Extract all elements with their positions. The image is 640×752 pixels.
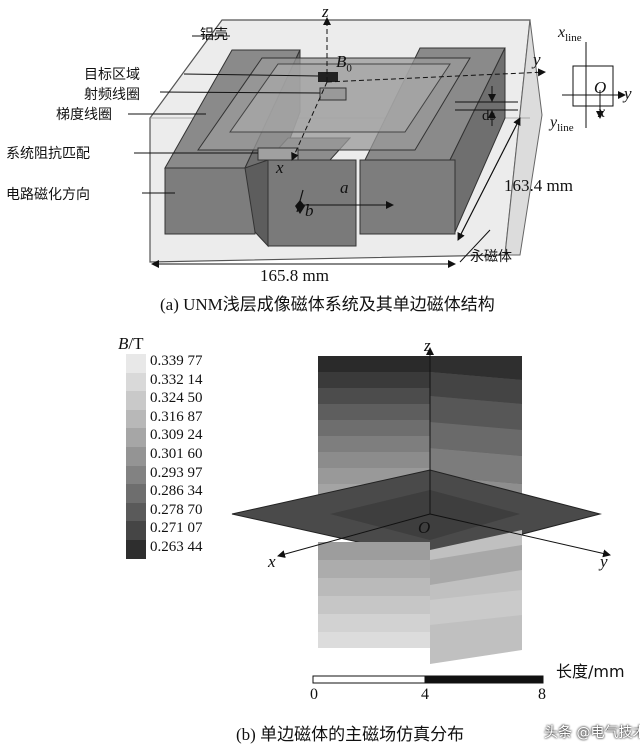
x-axis-a [291,81,328,161]
caption-b: (b) 单边磁体的主磁场仿真分布 [236,725,465,744]
width-label: 165.8 mm [260,266,329,285]
colorbar-value: 0.286 34 [150,483,203,500]
colorbar-value: 0.278 70 [150,501,203,518]
colorbar-title: B/T [118,334,144,353]
colorbar-value: 0.301 60 [150,446,203,462]
inset-x: x [598,104,606,121]
pointer-lines [128,35,491,263]
watermark: 头条 @电气技术 [544,725,640,741]
scale-bar [312,675,544,684]
colorbar-value: 0.316 87 [150,408,203,425]
colorbar-swatch [126,502,146,522]
colorbar-swatch [126,354,146,373]
label-impedance-matching: 系统阻抗匹配 [6,146,90,162]
y-axis-a [326,68,546,83]
label-aluminum-shell: 铝壳 [200,27,228,43]
colorbar-swatch [126,465,146,485]
colorbar-value: 0.309 24 [150,427,203,444]
axis-x-b: x [268,552,276,571]
colorbar-value: 0.339 77 [150,353,203,369]
colorbar-swatch [126,484,146,503]
axis-z-a: z [322,2,329,21]
colorbar-swatch [126,372,146,392]
axis-y-a: y [533,50,541,69]
ds-marker [455,86,518,126]
origin-b: O [418,518,431,537]
inset-y: y [624,84,632,103]
scale-unit-label: 长度/mm [556,662,625,681]
label-target-region: 目标区域 [84,67,140,83]
colorbar-swatch [126,540,146,559]
scale-tick-8: 8 [538,686,546,703]
rf-coil-mark [319,87,347,101]
colorbar-value: 0.271 07 [150,520,203,537]
direction-b-line [296,189,304,213]
y-axis-b [429,513,611,558]
scale-tick-0: 0 [310,686,318,703]
label-permanent-magnet: 永磁体 [470,249,512,265]
target-region-mark [318,72,338,82]
inset-coordinates [562,42,626,128]
colorbar-swatch [126,521,146,540]
axis-a: a [340,178,349,197]
colorbar-value: 0.263 44 [150,539,203,555]
colorbar-value: 0.293 97 [150,464,203,481]
depth-label: 163.4 mm [504,176,573,195]
colorbar-swatch [126,428,146,447]
inset-xline-label: xline [558,24,582,45]
x-axis-b [277,513,431,558]
direction-b-mark [295,200,305,214]
ds-label: ds [482,108,496,124]
caption-a: (a) UNM浅层成像磁体系统及其单边磁体结构 [160,295,495,314]
label-gradient-coil: 梯度线圈 [56,107,112,123]
label-rf-coil: 射频线圈 [84,87,140,103]
scale-tick-4: 4 [421,686,429,703]
axis-x-a: x [276,158,284,177]
colorbar-value: 0.332 14 [150,371,203,388]
inset-origin: O [594,78,607,97]
colorbar-value: 0.324 50 [150,390,203,407]
colorbar-swatch [126,447,146,466]
axis-z-b: z [424,336,431,355]
colorbar-swatch [126,391,146,410]
label-magnetization-direction: 电路磁化方向 [6,187,90,203]
field-slices-lower [318,530,522,664]
colorbar-swatch [126,409,146,429]
b0-label: B0 [336,52,352,75]
inset-yline-label: yline [550,114,574,135]
axis-y-b: y [600,552,608,571]
axis-b: b [305,201,314,220]
